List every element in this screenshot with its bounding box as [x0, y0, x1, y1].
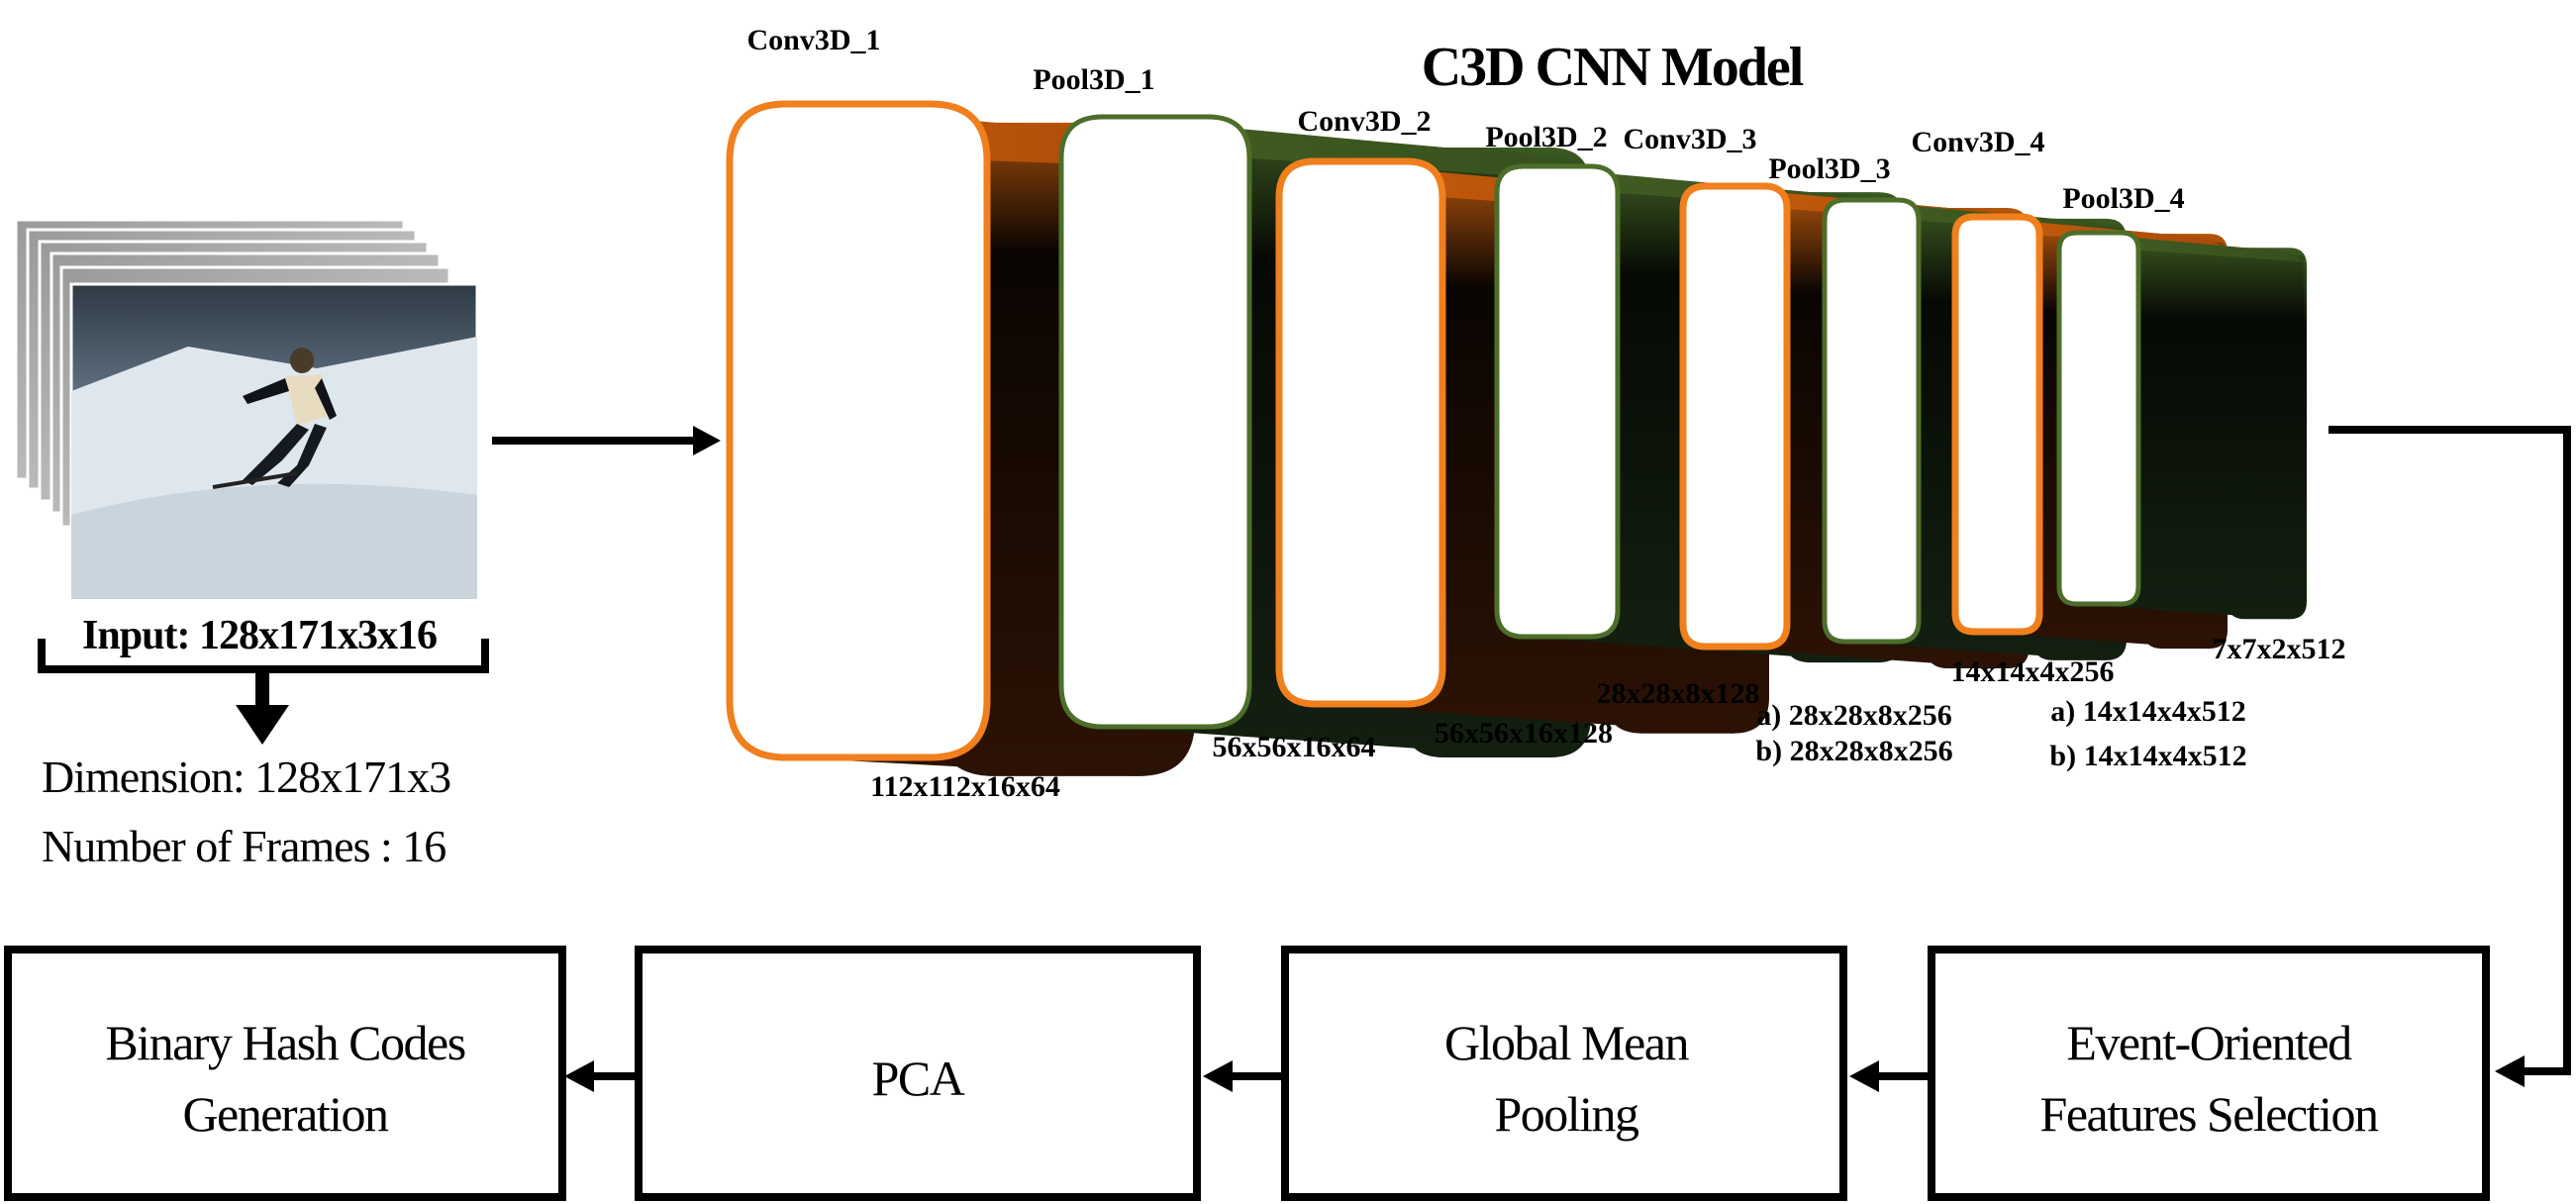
arrow-event-to-pooling: [1849, 1060, 1932, 1092]
box-global-mean-pooling: Global Mean Pooling: [1281, 946, 1847, 1201]
layer-size-label: 56x56x16x128: [1435, 717, 1613, 750]
layer-size-label: 112x112x16x64: [870, 770, 1060, 803]
event-box-line-1: Event-Oriented: [2066, 1015, 2352, 1070]
pooling-box-line-2: Pooling: [1494, 1086, 1639, 1142]
hash-box-line-2: Generation: [182, 1086, 389, 1142]
bracket-down-arrow: [236, 669, 289, 745]
hash-box-line-1: Binary Hash Codes: [105, 1015, 464, 1070]
layer-name-label: Conv3D_4: [1911, 126, 2044, 158]
event-box-line-2: Features Selection: [2040, 1086, 2379, 1142]
diagram-title: C3D CNN Model: [1422, 37, 1804, 98]
layer-block-pool3d-4: Pool3D_4 7x7x2x512: [2056, 182, 2346, 665]
layer-name-label: Conv3D_1: [746, 24, 880, 56]
layer-size-label-2: b) 28x28x8x256: [1755, 735, 1952, 767]
model-to-pipeline-connector: [2328, 426, 2571, 1087]
layer-name-label: Pool3D_2: [1485, 121, 1607, 153]
layer-size-label: 28x28x8x128: [1597, 677, 1760, 710]
box-event-oriented-features-selection: Event-Oriented Features Selection: [1928, 946, 2490, 1201]
layer-name-label: Pool3D_1: [1033, 63, 1154, 96]
layer-size-label: 14x14x4x256: [1951, 655, 2115, 688]
pooling-box-line-1: Global Mean: [1444, 1015, 1689, 1070]
input-dimension: Dimension: 128x171x3: [42, 752, 450, 802]
layer-size-label: 7x7x2x512: [2213, 633, 2346, 665]
layer-name-label: Conv3D_2: [1297, 105, 1431, 138]
layer-size-label-2: b) 14x14x4x512: [2049, 740, 2246, 772]
box-pca: PCA: [635, 946, 1201, 1201]
arrow-pca-to-hash: [564, 1060, 639, 1092]
input-to-model-arrow: [492, 426, 721, 455]
layer-name-label: Pool3D_4: [2062, 182, 2184, 215]
input-frame-count: Number of Frames : 16: [42, 821, 446, 871]
input-label: Input: 128x171x3x16: [82, 613, 437, 658]
layer-size-label: 56x56x16x64: [1213, 731, 1376, 763]
layer-size-label: a) 14x14x4x512: [2050, 695, 2246, 728]
box-binary-hash-codes-generation: Binary Hash Codes Generation: [4, 946, 566, 1201]
skier-figure: [212, 348, 337, 489]
layer-name-label: Pool3D_3: [1768, 152, 1890, 185]
layer-size-label: a) 28x28x8x256: [1756, 699, 1952, 732]
pca-box-label: PCA: [872, 1051, 965, 1106]
layer-name-label: Conv3D_3: [1623, 123, 1756, 155]
input-video-frame: [69, 282, 479, 601]
arrow-pooling-to-pca: [1203, 1060, 1285, 1092]
